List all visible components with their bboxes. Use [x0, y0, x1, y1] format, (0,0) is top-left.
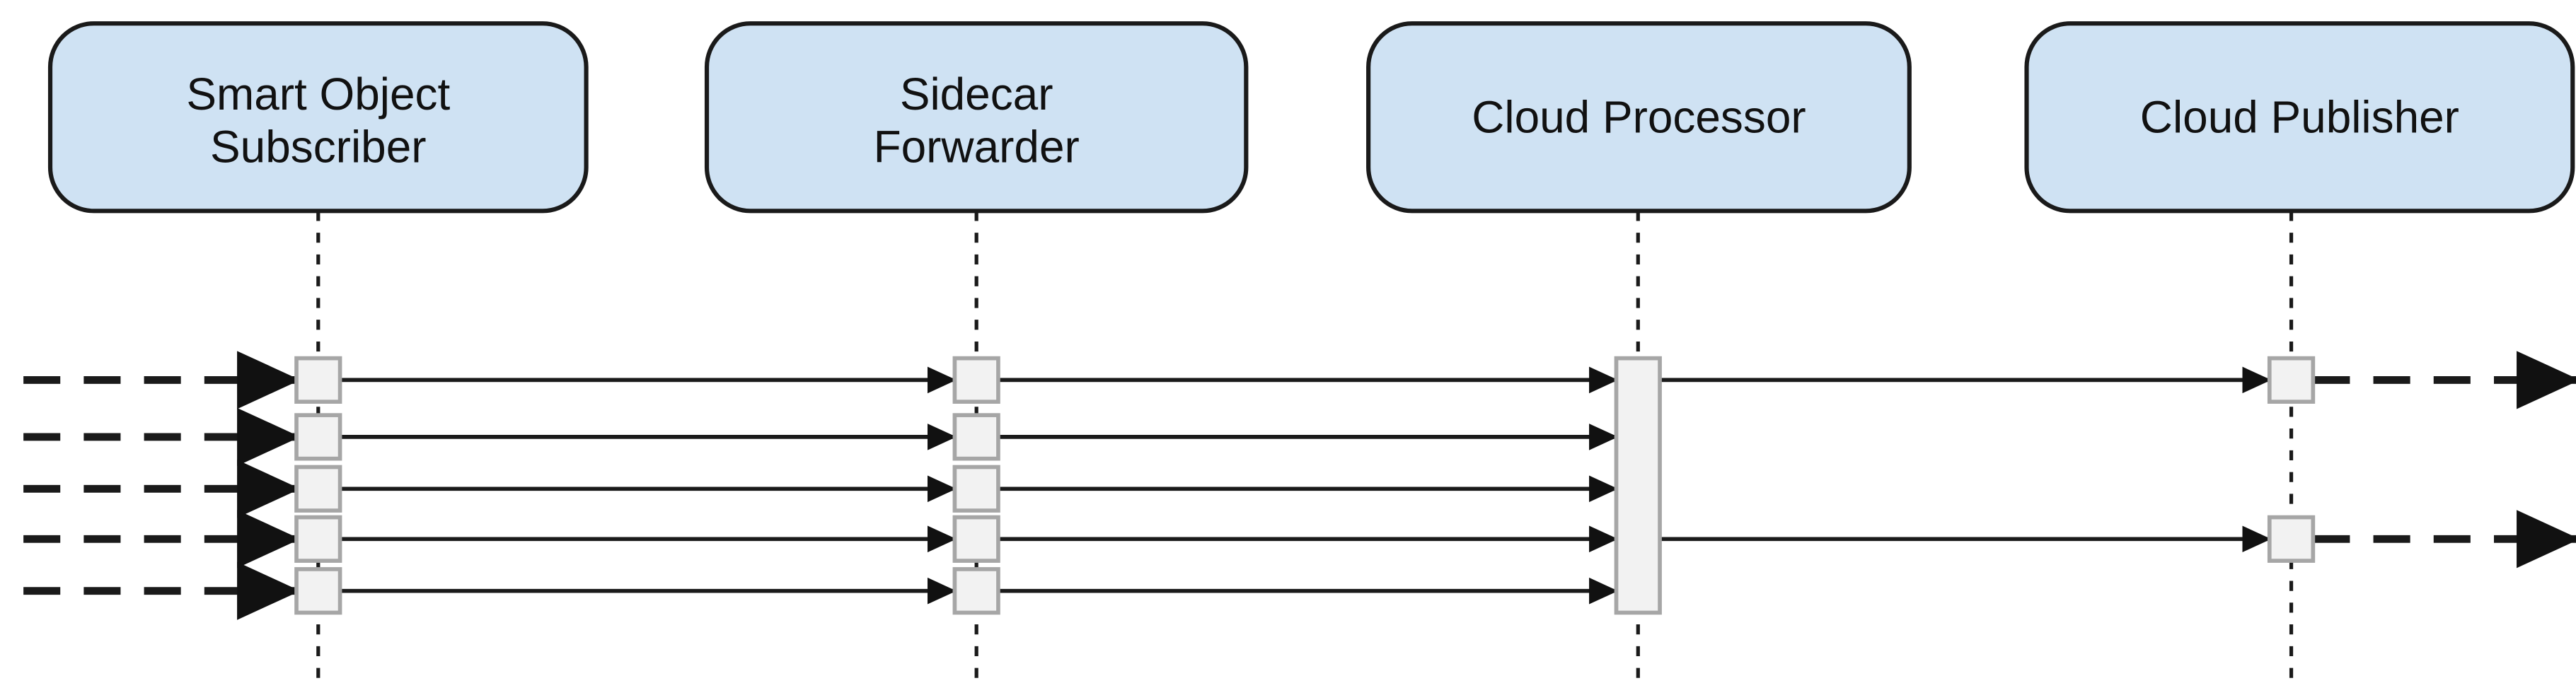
lifelines-layer	[316, 211, 2294, 687]
participant-label-line1: Smart Object	[186, 69, 450, 119]
activations-layer	[294, 356, 2316, 615]
activation-box-sidecar-forwarder-msg5[interactable]	[952, 567, 1000, 615]
activation-box-smart-object-subscriber-msg3[interactable]	[294, 465, 342, 513]
participant-label-cloud-publisher: Cloud Publisher	[2140, 92, 2459, 143]
activation-box-smart-object-subscriber-msg1[interactable]	[294, 356, 342, 404]
activation-box-smart-object-subscriber-msg2[interactable]	[294, 413, 342, 461]
participant-box-cloud-processor[interactable]	[1366, 21, 1912, 214]
participant-box-sidecar-forwarder[interactable]	[704, 21, 1249, 214]
activation-box-sidecar-forwarder-msg3[interactable]	[952, 465, 1000, 513]
participant-label-line2: Forwarder	[874, 122, 1080, 173]
participant-box-smart-object-subscriber[interactable]	[47, 21, 589, 214]
activation-box-sidecar-forwarder-msg1[interactable]	[952, 356, 1000, 404]
activation-box-sidecar-forwarder-msg2[interactable]	[952, 413, 1000, 461]
activation-bar-cloud-processor[interactable]	[1614, 356, 1662, 615]
activation-box-sidecar-forwarder-msg4[interactable]	[952, 515, 1000, 563]
activation-box-cloud-publisher-msg1[interactable]	[2267, 356, 2316, 404]
participants-layer	[47, 21, 2575, 214]
activation-box-cloud-publisher-msg4[interactable]	[2267, 515, 2316, 563]
participant-box-cloud-publisher[interactable]	[2024, 21, 2575, 214]
participant-label-line1: Sidecar	[900, 69, 1053, 119]
participant-label-line2: Subscriber	[210, 122, 426, 173]
activation-box-smart-object-subscriber-msg4[interactable]	[294, 515, 342, 563]
participant-label-cloud-processor: Cloud Processor	[1472, 92, 1806, 143]
activation-box-smart-object-subscriber-msg5[interactable]	[294, 567, 342, 615]
messages-layer	[23, 351, 2576, 620]
